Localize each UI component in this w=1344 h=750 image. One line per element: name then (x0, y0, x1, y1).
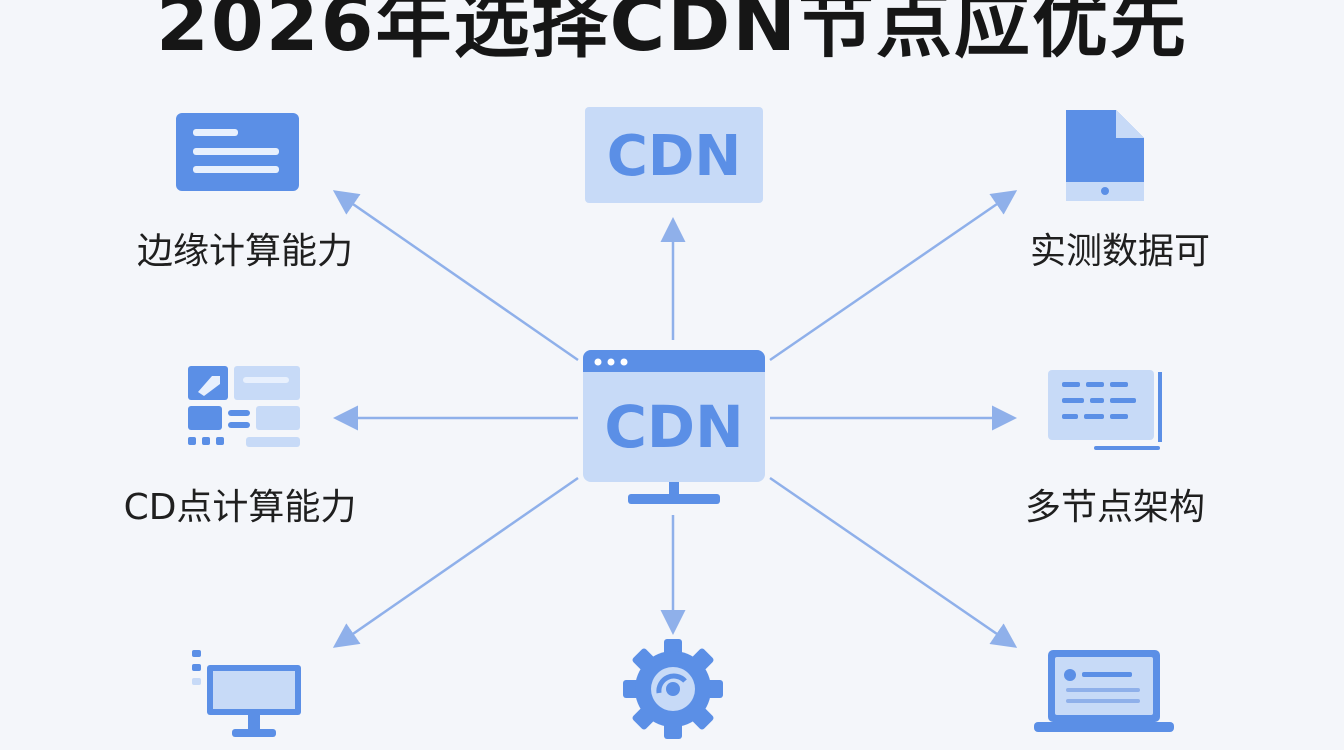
dashboard-layout-icon (188, 366, 300, 447)
node-label-edge-computing: 边缘计算能力 (136, 231, 354, 272)
window-dot-icon (594, 358, 602, 366)
hub-cdn-label: CDN (604, 393, 743, 461)
node-label-multi-node: 多节点架构 (1024, 487, 1206, 528)
window-dot-icon (607, 358, 615, 366)
gear-icon (623, 639, 723, 739)
arrow-to-top-left (332, 190, 579, 362)
arrow-to-top-right (769, 190, 1018, 362)
node-label-measured-data: 实测数据可 (1029, 231, 1211, 272)
cdn-hub: CDN (583, 350, 765, 504)
text-panel-icon (176, 113, 299, 191)
list-board-icon (1048, 370, 1162, 450)
top-cdn-box: CDN (585, 107, 763, 203)
top-cdn-label: CDN (607, 124, 741, 189)
node-label-cd-computing: CD点计算能力 (123, 487, 357, 528)
arrow-to-bottom-left (332, 476, 579, 648)
diagram-title: 2026年选择CDN节点应优先 (156, 0, 1188, 68)
window-dot-icon (620, 358, 628, 366)
connector-arrows (332, 190, 1018, 648)
monitor-icon (192, 650, 301, 737)
document-tablet-icon (1066, 110, 1144, 201)
arrow-to-bottom-right (769, 476, 1018, 648)
laptop-icon (1034, 650, 1174, 732)
